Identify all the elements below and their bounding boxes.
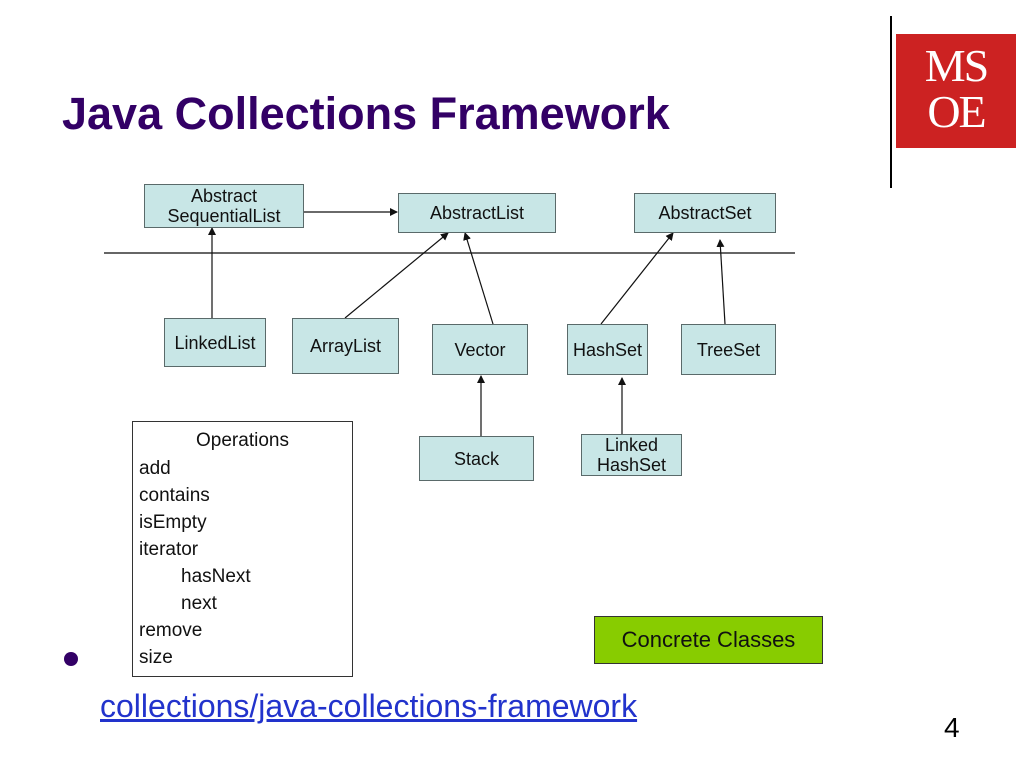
operation-item: iterator <box>139 539 199 560</box>
concrete-classes-legend: Concrete Classes <box>594 616 823 664</box>
node-linked-hash-set: Linked HashSet <box>581 434 682 476</box>
logo-text-ms: MS <box>924 40 989 91</box>
node-vector: Vector <box>432 324 528 375</box>
operation-item: contains <box>139 485 210 506</box>
operation-item: size <box>139 647 173 668</box>
operation-item: isEmpty <box>139 512 207 533</box>
slide-title: Java Collections Framework <box>62 88 670 139</box>
msoe-logo: MS OE <box>896 34 1016 148</box>
operations-title: Operations <box>196 430 289 451</box>
logo-text-oe: OE <box>927 86 986 137</box>
header-divider <box>890 16 892 188</box>
operation-subitem: hasNext <box>181 566 251 587</box>
operation-subitem: next <box>181 593 217 614</box>
operation-item: remove <box>139 620 203 641</box>
node-abstract-sequential-list: Abstract SequentialList <box>144 184 304 228</box>
node-linked-list: LinkedList <box>164 318 266 367</box>
page-number: 4 <box>944 712 960 743</box>
arrow-arraylist-to-abstractlist <box>344 232 449 319</box>
bullet-dot <box>64 652 78 666</box>
arrow-hashset-to-abstractset <box>600 232 674 325</box>
node-abstract-set: AbstractSet <box>634 193 776 233</box>
node-abstract-list: AbstractList <box>398 193 556 233</box>
reference-link[interactable]: collections/java-collections-framework <box>100 688 638 724</box>
operation-item: add <box>139 458 171 479</box>
node-stack: Stack <box>419 436 534 481</box>
node-array-list: ArrayList <box>292 318 399 374</box>
node-tree-set: TreeSet <box>681 324 776 375</box>
arrow-treeset-to-abstractset <box>716 239 726 325</box>
operations-box: Operations add contains isEmpty iterator… <box>132 421 353 677</box>
arrow-vector-to-abstractlist <box>463 232 494 325</box>
node-hash-set: HashSet <box>567 324 648 375</box>
